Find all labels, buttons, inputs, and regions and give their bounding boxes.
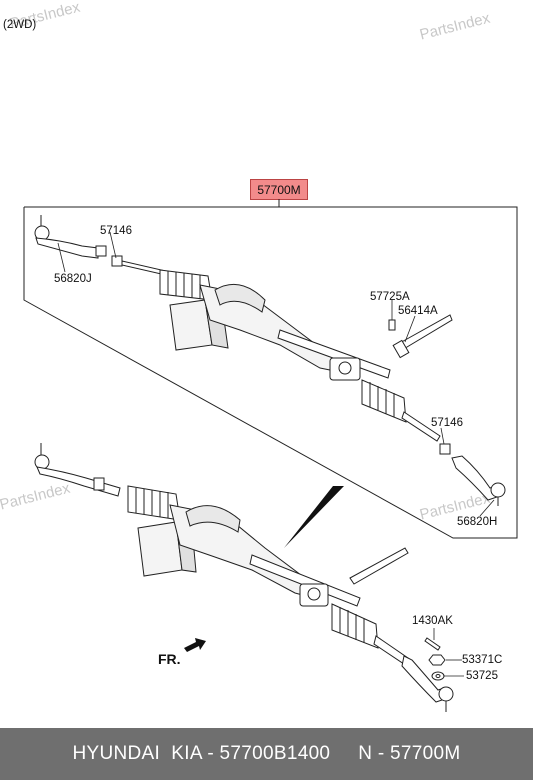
footer-spacer (330, 743, 358, 765)
steering-gear-diagram (23, 199, 518, 712)
inner-tie-rod-right (401, 411, 441, 442)
bellows-right (361, 379, 407, 423)
label-53371c[interactable]: 53371C (462, 654, 503, 666)
washer-53725 (431, 671, 445, 681)
label-57146-right[interactable]: 57146 (431, 417, 463, 429)
leader-lines-bottom (433, 628, 464, 677)
label-57725a[interactable]: 57725A (370, 291, 410, 303)
tie-rod-end-right (451, 455, 506, 506)
rod-56414a (392, 314, 453, 359)
assembly-outline (23, 199, 518, 539)
bolt-1430ak (424, 637, 441, 651)
front-arrow-icon (184, 638, 206, 652)
label-56820j[interactable]: 56820J (54, 273, 92, 285)
tie-rod-end-left (34, 215, 107, 259)
pinion-valve (329, 357, 361, 381)
rack-tube (277, 329, 391, 379)
lock-nut-right (439, 443, 451, 455)
label-53725[interactable]: 53725 (466, 670, 498, 682)
bolt-57725a (388, 319, 396, 331)
label-56414a[interactable]: 56414A (398, 305, 438, 317)
leader-lines (57, 231, 495, 517)
label-56820h[interactable]: 56820H (457, 516, 498, 528)
footer-bar: HYUNDAI KIA - 57700B1400 N - 57700M (0, 728, 533, 780)
assembled-tie-rod-end-left (34, 443, 121, 497)
variant-label: (2WD) (3, 19, 37, 31)
nut-53371c (428, 654, 446, 666)
assembled-pinion (299, 547, 409, 607)
assembled-bellows-right (331, 603, 379, 649)
assembled-motor-housing (137, 504, 321, 599)
label-1430ak[interactable]: 1430AK (412, 615, 453, 627)
label-57146-top[interactable]: 57146 (100, 225, 132, 237)
lock-nut-left (111, 255, 123, 267)
footer-ref-number: N - 57700M (358, 743, 461, 764)
footer-part-number: HYUNDAI KIA - 57700B1400 (72, 743, 331, 764)
front-direction-label: FR. (158, 651, 181, 667)
assembled-tie-rod-right (373, 635, 454, 712)
arrow-indicator (284, 486, 344, 548)
